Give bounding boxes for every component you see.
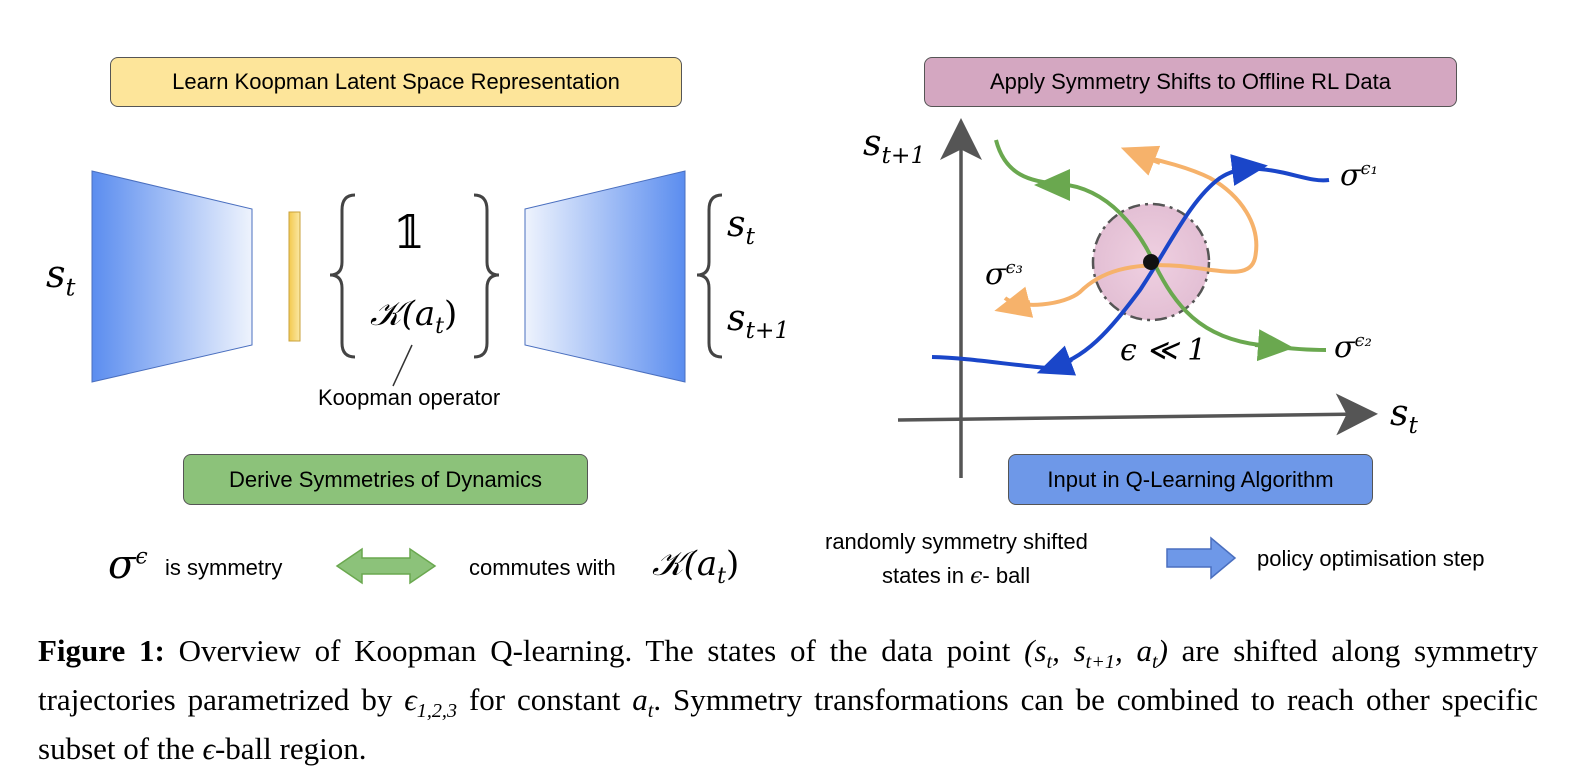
commutes-koopman-symbol: 𝒦(at) xyxy=(652,544,740,589)
output-state-st1: st+1 xyxy=(727,298,790,345)
policy-step-text: policy optimisation step xyxy=(1257,546,1485,571)
koopman-operator-symbol: 𝒦(at) xyxy=(370,294,458,339)
epsilon-ball-label: ϵ ≪ 1 xyxy=(1120,333,1207,368)
sigma-eps3-label: σϵ₃ xyxy=(985,257,1023,292)
right-brace xyxy=(473,193,500,359)
encoder-trapezoid xyxy=(91,170,253,383)
koopman-title-box: Learn Koopman Latent Space Representatio… xyxy=(110,57,682,107)
caption-label: Figure 1: xyxy=(38,633,165,668)
derive-symmetries-box: Derive Symmetries of Dynamics xyxy=(183,454,588,505)
blue-trajectory xyxy=(931,166,1330,371)
random-shift-line1: randomly symmetry shifted xyxy=(825,529,1088,554)
left-brace xyxy=(329,193,356,359)
policy-arrow xyxy=(1166,536,1237,580)
q-learning-input-box: Input in Q-Learning Algorithm xyxy=(1008,454,1373,505)
green-arrow-lower xyxy=(1254,329,1294,362)
orange-arrow-upper xyxy=(1120,145,1161,176)
x-axis xyxy=(897,393,1378,436)
y-axis-label: st+1 xyxy=(863,123,926,170)
is-symmetry-text: is symmetry xyxy=(165,555,283,580)
output-state-st: st xyxy=(727,204,755,251)
blue-arrow-upper xyxy=(1230,154,1268,186)
identity-symbol: 𝟙 xyxy=(393,205,426,259)
double-arrow xyxy=(335,547,437,585)
blue-arrow-lower xyxy=(1036,345,1077,376)
output-brace xyxy=(696,193,723,359)
data-point xyxy=(1143,254,1159,270)
sigma-eps1-label: σϵ₁ xyxy=(1340,158,1378,193)
orange-arrow-lower xyxy=(994,286,1034,318)
figure-caption: Figure 1: Overview of Koopman Q-learning… xyxy=(38,633,1538,767)
latent-bar xyxy=(288,211,301,342)
orange-trajectory xyxy=(1003,154,1259,307)
koopman-pointer-line xyxy=(392,344,413,387)
decoder-trapezoid xyxy=(524,170,686,383)
sigma-epsilon-symbol: σϵ xyxy=(108,542,148,588)
sigma-eps2-label: σϵ₂ xyxy=(1334,330,1372,365)
commutes-with-text: commutes with xyxy=(469,555,616,580)
input-state-label: st xyxy=(46,252,76,302)
symmetry-shifts-title-box: Apply Symmetry Shifts to Offline RL Data xyxy=(924,57,1457,107)
random-shift-line2: states in ϵ- ball xyxy=(882,563,1031,589)
x-axis-label: st xyxy=(1390,393,1418,440)
koopman-operator-label: Koopman operator xyxy=(318,385,501,410)
